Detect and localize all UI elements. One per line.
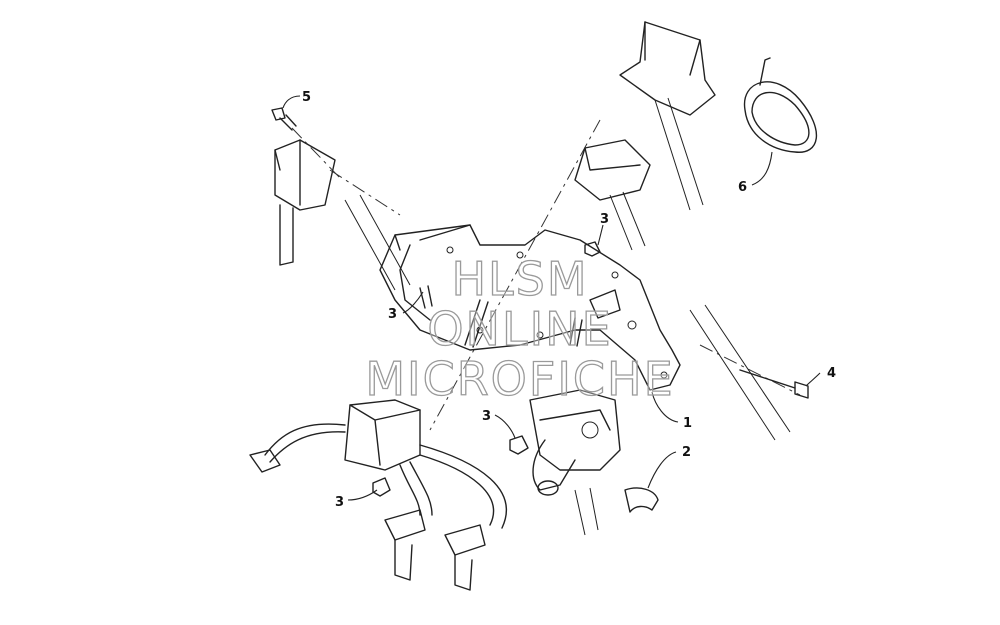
- frame-tubes: [329, 97, 801, 536]
- callout-3-top: 3: [600, 212, 609, 227]
- studs: [419, 285, 583, 348]
- nuts: [372, 241, 601, 497]
- callout-2: 2: [682, 445, 691, 460]
- clip: [624, 487, 659, 513]
- callout-5: 5: [302, 90, 311, 105]
- callout-3-center: 3: [482, 409, 491, 424]
- actuator-assembly: [529, 389, 621, 496]
- bolt-top-left: [271, 107, 341, 179]
- callout-leaders: [282, 95, 821, 501]
- upper-left-bracket: [274, 139, 336, 266]
- callout-4: 4: [827, 366, 836, 381]
- ignition-coil: [249, 399, 508, 591]
- callout-numbers: 5 6 3 3 4 1 3 2 3: [302, 90, 836, 510]
- watermark: HLSM ONLINE MICROFICHE: [365, 251, 674, 406]
- callout-1: 1: [683, 416, 692, 431]
- callout-6: 6: [738, 180, 747, 195]
- watermark-line-3: MICROFICHE: [365, 352, 674, 406]
- cable-tie: [743, 57, 817, 153]
- bolt-right: [739, 369, 809, 399]
- watermark-line-2: ONLINE: [427, 302, 612, 356]
- watermark-line-1: HLSM: [451, 252, 588, 306]
- callout-3-left: 3: [388, 307, 397, 322]
- callout-3-bottom: 3: [335, 495, 344, 510]
- top-center-mount: [574, 21, 716, 201]
- mounting-plate: [379, 224, 681, 391]
